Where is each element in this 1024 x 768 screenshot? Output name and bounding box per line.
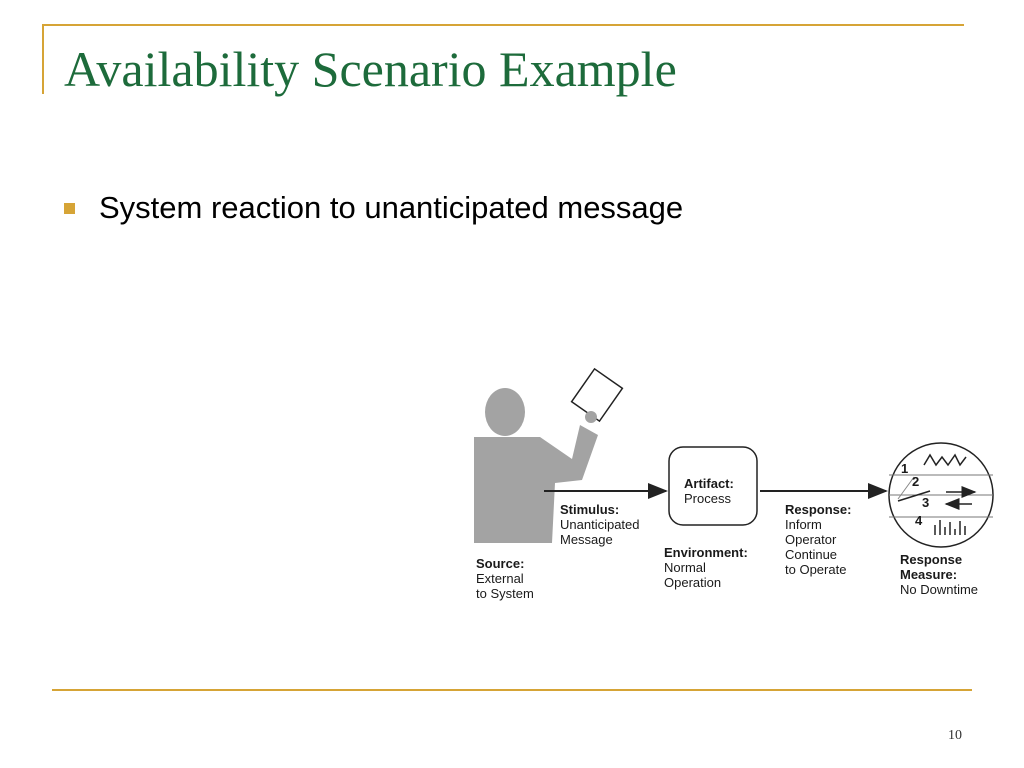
environment-heading: Environment: [664, 545, 748, 560]
slide-title: Availability Scenario Example [64, 41, 677, 97]
response-measure-heading-2: Measure: [900, 567, 958, 582]
artifact-line: Process [684, 491, 731, 506]
dial-number-1: 1 [901, 461, 909, 476]
page-number: 10 [948, 728, 962, 743]
response-line: Operator [785, 532, 837, 547]
frame-top-rule [42, 24, 964, 26]
source-label: Source: External to System [476, 556, 534, 601]
response-measure-heading: Response [900, 552, 963, 567]
artifact-label: Artifact: Process [684, 476, 734, 506]
message-paper-icon [570, 367, 624, 423]
environment-line: Operation [664, 575, 722, 590]
response-heading: Response: [785, 502, 852, 517]
source-heading: Source: [476, 556, 525, 571]
response-line: Continue [785, 547, 838, 562]
bullet-text: System reaction to unanticipated message [99, 190, 684, 225]
diagram-graphics [474, 367, 994, 548]
footer-rule [52, 689, 972, 691]
bullet-item: System reaction to unanticipated message [64, 190, 683, 226]
person-figure-icon [474, 388, 598, 543]
bullet-square-icon [64, 202, 75, 214]
response-line: to Operate [785, 562, 847, 577]
response-line: Inform [785, 517, 822, 532]
stimulus-line: Message [560, 532, 613, 547]
availability-scenario-diagram: 1 2 3 4 Source: External to System Stimu… [460, 365, 1000, 615]
artifact-heading: Artifact: [684, 476, 734, 491]
response-measure-dial-icon [888, 442, 994, 548]
environment-line: Normal [664, 560, 706, 575]
source-line: External [476, 571, 524, 586]
stimulus-line: Unanticipated [560, 517, 640, 532]
source-line: to System [476, 586, 534, 601]
stimulus-label: Stimulus: Unanticipated Message [560, 502, 640, 547]
dial-number-4: 4 [915, 513, 923, 528]
response-label: Response: Inform Operator Continue to Op… [785, 502, 851, 577]
response-measure-label: Response Measure: No Downtime [900, 552, 978, 597]
stimulus-heading: Stimulus: [560, 502, 620, 517]
dial-number-3: 3 [922, 495, 930, 510]
frame-left-rule [42, 24, 44, 94]
artifact-box [668, 446, 758, 526]
environment-label: Environment: Normal Operation [664, 545, 748, 590]
response-measure-line: No Downtime [900, 582, 979, 597]
dial-number-2: 2 [912, 474, 920, 489]
